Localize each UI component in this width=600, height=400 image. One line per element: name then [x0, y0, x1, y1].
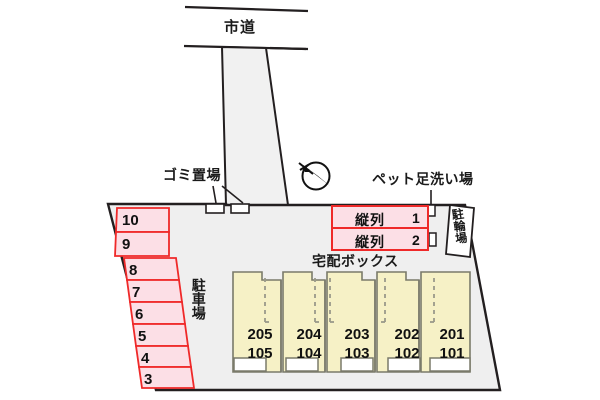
tandem-stall-1-number: 1: [412, 210, 420, 226]
garbage-area-marker: [205, 185, 250, 214]
parking-stalls-upper: [114, 207, 170, 257]
compass-arrow-shaft: [298, 162, 314, 175]
parking-stalls-lower: [122, 257, 196, 389]
parking-lot-label: 駐車場: [190, 278, 207, 320]
entrance-203-103: [340, 357, 374, 372]
city-road-label: 市道: [224, 19, 257, 36]
compass-circle: [301, 161, 331, 191]
unit-label-204-104: 204 104: [288, 325, 330, 363]
parking-stall-3[interactable]: [137, 366, 196, 389]
unit-label-202-102: 202 102: [386, 325, 428, 363]
unit-lower-104: 104: [296, 345, 322, 363]
parking-stall-6-number: 6: [135, 306, 144, 323]
unit-lower-101: 101: [439, 345, 465, 363]
parking-stall-4-number: 4: [141, 350, 150, 367]
driveway: [220, 45, 290, 206]
parking-stall-9-number: 9: [122, 236, 131, 253]
entrance-202-102: [387, 357, 421, 372]
tandem-stall-1-label: 縦列: [355, 212, 385, 228]
unit-label-205-105: 205 105: [239, 325, 281, 363]
entrance-204-104: [285, 357, 319, 372]
garbage-bin-2: [230, 203, 250, 214]
unit-upper-201: 201: [439, 326, 465, 343]
road-upper-edge: [184, 5, 309, 13]
pet-wash-label: ペット足洗い場: [372, 171, 474, 187]
parking-stall-5-number: 5: [138, 328, 147, 345]
parking-stall-10-number: 10: [122, 212, 139, 229]
unit-upper-202: 202: [394, 326, 420, 343]
delivery-box-fixture: [428, 232, 437, 247]
driveway-shape: [220, 45, 290, 206]
entrance-205-105: [233, 357, 267, 372]
garbage-leader-right: [221, 185, 244, 204]
unit-upper-205: 205: [247, 326, 273, 343]
entrance-201-101: [429, 357, 471, 372]
apartment-building: [232, 271, 471, 373]
unit-lower-105: 105: [247, 345, 273, 363]
bicycle-parking-box: [445, 203, 475, 259]
tandem-stall-2-number: 2: [412, 232, 420, 248]
garbage-bin-1: [205, 203, 225, 214]
tandem-stall-2-label: 縦列: [355, 234, 385, 250]
tandem-stall-2[interactable]: [331, 227, 429, 251]
bicycle-parking-outline: [445, 203, 475, 259]
road-lower-edge-right: [269, 46, 307, 51]
parking-stall-8-number: 8: [129, 262, 138, 279]
garbage-area-label: ゴミ置場: [163, 167, 221, 183]
parking-stall-7-number: 7: [132, 284, 141, 301]
garbage-leader-left: [212, 185, 217, 204]
unit-label-203-103: 203 103: [336, 325, 378, 363]
parking-stall-9[interactable]: [114, 231, 170, 257]
delivery-box-label: 宅配ボックス: [312, 253, 399, 269]
unit-label-201-101: 201 101: [431, 325, 473, 363]
unit-upper-204: 204: [296, 326, 322, 343]
unit-lower-103: 103: [344, 345, 370, 363]
tandem-parking-group: [331, 205, 429, 251]
delivery-box-marker: [428, 232, 437, 247]
unit-lower-102: 102: [394, 345, 420, 363]
parking-stall-3-number: 3: [144, 371, 153, 388]
north-arrow-icon: [298, 161, 331, 191]
compass-arrow-barb: [299, 164, 309, 171]
unit-upper-203: 203: [344, 326, 370, 343]
